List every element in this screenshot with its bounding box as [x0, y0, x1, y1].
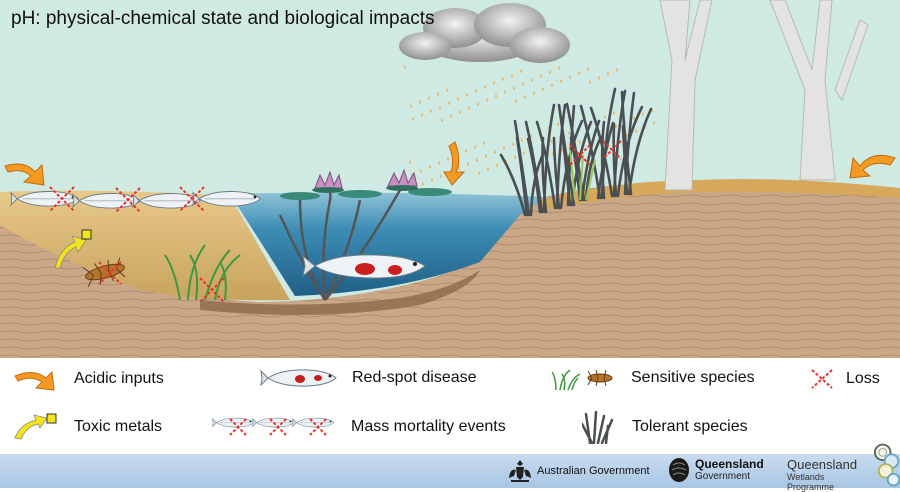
wetlands-programme-name: Queensland: [787, 457, 858, 472]
loss-cross-icon: [49, 186, 75, 212]
sedge-icon: [582, 410, 614, 444]
fish-icon: [192, 191, 262, 207]
loss-cross-icon: [98, 261, 122, 285]
legend-tolerant-label: Tolerant species: [632, 418, 748, 435]
loss-cross-icon: [811, 369, 833, 389]
fish-icon: [10, 191, 80, 207]
cloud-icon: [399, 3, 570, 63]
coat-of-arms-icon: [509, 460, 531, 482]
ground-sediment: [0, 182, 900, 358]
wetlands-programme-logo: Queensland Wetlands Programme: [787, 440, 900, 492]
queensland-government-name: Queensland: [695, 457, 764, 471]
legend: Acidic inputs Toxic metals Red-spot dise…: [0, 358, 900, 454]
acidic-input-arrow-icon: [14, 370, 55, 391]
loss-cross-icon: [179, 186, 205, 212]
page-title: pH: physical-chemical state and biologic…: [11, 8, 435, 29]
legend-tolerant: Tolerant species: [582, 410, 748, 444]
loss-cross-icon: [309, 418, 327, 436]
fish-icon: [260, 369, 337, 387]
acidic-input-arrow-icon: [849, 154, 896, 179]
loss-cross-icon: [199, 277, 225, 303]
toxic-metal-arrow-icon: [14, 413, 57, 440]
wetlands-circles-icon: [873, 443, 900, 487]
gum-trees: [659, 0, 869, 191]
australian-government-logo: Australian Government: [508, 458, 650, 484]
loss-cross-icon: [269, 418, 287, 436]
fish-icon: [212, 417, 255, 428]
lily-icon: [312, 170, 344, 193]
sensitive-reeds-left: [164, 244, 241, 301]
legend-loss: Loss: [810, 368, 880, 390]
fish-icon: [132, 193, 202, 209]
tolerant-reeds: [499, 87, 653, 217]
legend-toxic-metals: Toxic metals: [12, 412, 162, 442]
fish-icon: [252, 417, 295, 428]
legend-sensitive: Sensitive species: [552, 364, 755, 392]
dead-fish-row: [10, 191, 262, 209]
wetlands-programme-sub: Wetlands Programme: [787, 472, 835, 492]
wetland-scene: [0, 0, 900, 358]
acidic-input-arrow-icon: [443, 141, 466, 186]
queensland-government-logo: Queensland Government: [668, 457, 764, 483]
queensland-government-sub: Government: [695, 471, 751, 482]
legend-sensitive-label: Sensitive species: [631, 369, 755, 386]
legend-mass-mortality: Mass mortality events: [212, 414, 506, 440]
lily-icon: [386, 168, 418, 191]
legend-toxic-metals-label: Toxic metals: [74, 418, 163, 435]
footer: Australian Government Queensland Governm…: [0, 443, 900, 492]
fish-icon: [292, 417, 335, 428]
acid-rain: [404, 65, 655, 190]
lake-floor: [200, 270, 480, 315]
legend-loss-label: Loss: [846, 370, 880, 387]
mass-mortality-icon: [212, 417, 335, 436]
loss-cross-icon: [115, 187, 141, 213]
loss-crosses: [49, 140, 622, 303]
acidic-input-arrow-icon: [4, 163, 45, 186]
legend-red-spot-label: Red-spot disease: [352, 369, 477, 386]
legend-acidic-inputs: Acidic inputs: [12, 366, 164, 392]
legend-mass-mortality-label: Mass mortality events: [351, 418, 506, 435]
legend-red-spot: Red-spot disease: [260, 366, 477, 390]
australian-government-label: Australian Government: [537, 465, 650, 477]
sensitive-reeds-right: [569, 149, 596, 201]
sensitive-species-icon: [552, 369, 613, 391]
loss-cross-icon: [602, 140, 622, 160]
queensland-emblem-icon: [669, 458, 689, 482]
shallow-wetland: [0, 190, 290, 301]
loss-cross-icon: [229, 418, 247, 436]
legend-acidic-inputs-label: Acidic inputs: [74, 370, 164, 387]
toxic-metal-arrow-icon: [54, 229, 92, 269]
fish-icon: [302, 254, 426, 279]
water-lilies: [220, 168, 452, 301]
